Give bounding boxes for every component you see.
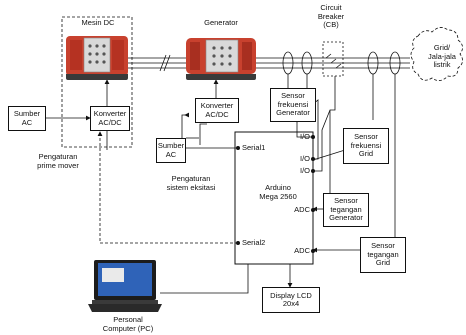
sensor-frek-grid-box: Sensor frekuensi Grid — [343, 128, 389, 164]
io-mid1-label: I/O — [299, 154, 310, 163]
mesin-dc-enclosure — [61, 16, 133, 148]
arduino-label: Arduino Mega 2560 — [259, 183, 297, 201]
sensor-teg-grid-box: Sensor tegangan Grid — [360, 237, 406, 273]
shaft-break — [159, 54, 171, 72]
serial2-label: Serial2 — [242, 238, 266, 247]
arduino-box — [234, 131, 314, 265]
grid-label: Grid/ Jala-jala listrik — [428, 43, 456, 69]
pengaturan-eksitasi-label: Pengaturan sistem eksitasi — [166, 174, 216, 192]
io-mid2-label: I/O — [299, 166, 310, 175]
serial1-label: Serial1 — [242, 143, 266, 152]
pengaturan-prime-label: Pengaturan prime mover — [37, 152, 79, 170]
sensor-frek-gen-box: Sensor frekuensi Generator — [270, 88, 316, 122]
pc-label: Personal Computer (PC) — [102, 315, 154, 333]
adc2-label: ADC — [294, 246, 310, 255]
circuit-breaker-switch-icon — [322, 41, 344, 77]
sumber-ac-1-box: Sumber AC — [8, 106, 46, 131]
konverter-dc-box: Konverter AC/DC — [90, 106, 130, 131]
laptop-photo — [88, 260, 162, 312]
display-lcd-box: Display LCD 20x4 — [262, 287, 320, 313]
generator-photo — [186, 32, 256, 80]
grid-cloud-icon — [410, 27, 463, 81]
konverter-gen-box: Konverter AC/DC — [195, 98, 239, 123]
generator-label: Generator — [204, 18, 238, 27]
io-top-label: I/O — [299, 132, 310, 141]
adc1-label: ADC — [294, 205, 310, 214]
serial2-dashed-link — [97, 131, 238, 244]
sumber-ac-2-box: Sumber AC — [156, 138, 186, 163]
mesin-dc-label: Mesin DC — [81, 18, 115, 27]
sensor-teg-gen-box: Sensor tegangan Generator — [323, 193, 369, 227]
circuit-breaker-label: Circuit Breaker (CB) — [317, 3, 345, 29]
dc-motor-photo — [66, 32, 128, 80]
